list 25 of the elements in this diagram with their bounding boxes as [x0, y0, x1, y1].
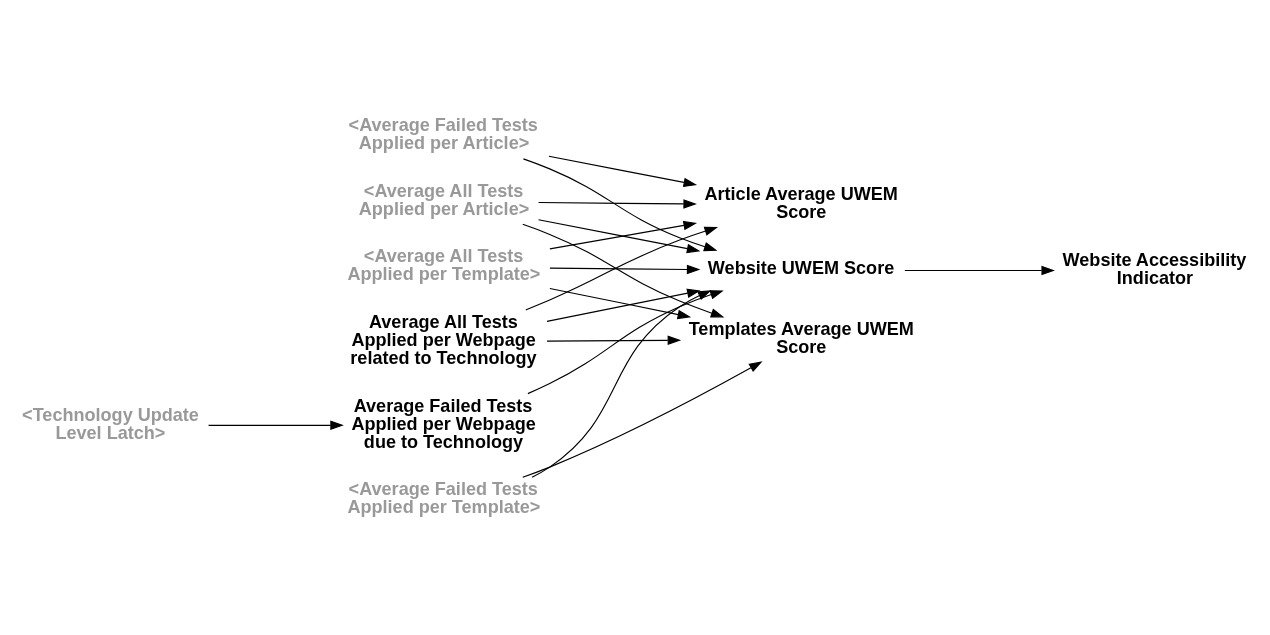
arrow [549, 287, 692, 319]
node-text: <Average All Tests Applied per Article> [358, 180, 530, 219]
arrow [531, 289, 712, 478]
node-text: Templates Average UWEM Score [688, 318, 914, 357]
arrow [522, 360, 763, 478]
arrow [546, 288, 701, 322]
node-text: Average All Tests Applied per Webpage related to Technology [350, 311, 537, 368]
node-text: Website Accessibility Indicator [1062, 249, 1247, 288]
node-text: <Technology Update Level Latch> [22, 404, 199, 443]
node-text: <Average Failed Tests Applied per Article> [348, 114, 538, 153]
node-text: <Average All Tests Applied per Template> [347, 245, 541, 284]
arrow [548, 155, 698, 187]
node-text: <Average Failed Tests Applied per Template> [347, 478, 541, 517]
arrow [549, 264, 701, 274]
arrow [522, 157, 718, 251]
node-text: Article Average UWEM Score [704, 183, 898, 222]
arrow [538, 198, 697, 209]
node-text: Website UWEM Score [707, 257, 895, 278]
arrow [208, 420, 344, 430]
arrow [904, 265, 1055, 275]
arrow [538, 218, 701, 253]
arrow [527, 289, 724, 394]
arrow [549, 220, 698, 249]
arrow [546, 335, 682, 345]
node-text: Average Failed Tests Applied per Webpage due to Technology [351, 395, 536, 452]
